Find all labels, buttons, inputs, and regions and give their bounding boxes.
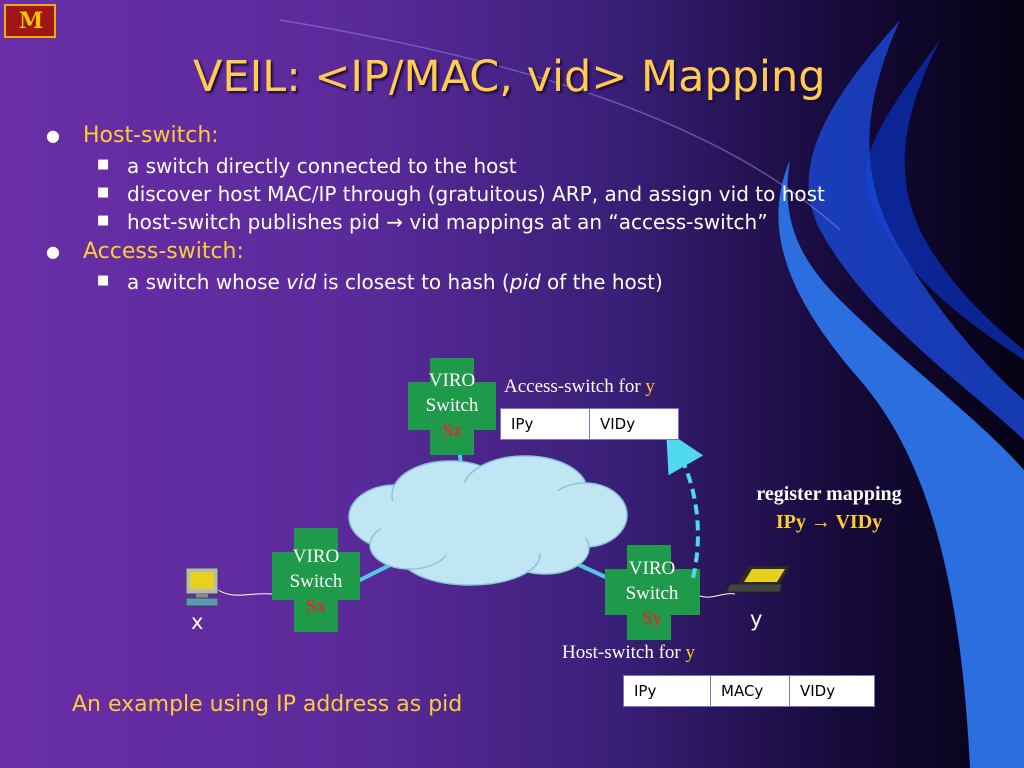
switch-id: Sx bbox=[305, 596, 327, 617]
bullet-dot-icon: ● bbox=[46, 242, 60, 261]
logo-text: M bbox=[18, 8, 43, 34]
sub-bullet-text: discover host MAC/IP through (gratuitous… bbox=[127, 182, 825, 206]
host-switch-label: Host-switch for y bbox=[562, 642, 695, 664]
table-cell: MACy bbox=[710, 675, 790, 707]
switch-sz-shape bbox=[408, 358, 496, 455]
sub-bullet: ■ host-switch publishes pid → vid mapping… bbox=[40, 210, 917, 234]
switch-type-text: VIRO bbox=[292, 546, 340, 567]
switch-sx-shape bbox=[272, 528, 360, 632]
table-cell: VIDy bbox=[789, 675, 875, 707]
table-cell: IPy bbox=[623, 675, 711, 707]
sub-bullet: ■ a switch whose vid is closest to hash (… bbox=[40, 270, 917, 294]
host-x-cable bbox=[217, 589, 273, 596]
arrow-right-icon: → bbox=[810, 511, 831, 533]
bullet-access-switch: ● Access-switch: bbox=[40, 238, 940, 266]
access-switch-host: y bbox=[645, 376, 655, 397]
desktop-computer-icon bbox=[185, 567, 219, 607]
sub-bullet-text: vid mappings at an “access-switch” bbox=[403, 210, 768, 234]
example-caption: An example using IP address as pid bbox=[72, 692, 463, 717]
table-cell: VIDy bbox=[589, 408, 679, 440]
sub-bullet-text: a switch directly connected to the host bbox=[127, 154, 517, 178]
bullet-dot-icon: ● bbox=[46, 126, 60, 145]
switch-sy-shape bbox=[605, 545, 700, 640]
switch-sy-label: VIRO Switch Sy bbox=[614, 556, 690, 631]
university-logo: M bbox=[4, 4, 56, 38]
register-text: register mapping bbox=[756, 483, 902, 505]
square-bullet-icon: ■ bbox=[97, 273, 110, 288]
sub-bullet-text: host-switch publishes pid bbox=[127, 210, 387, 234]
bullet-label: Access-switch: bbox=[83, 239, 244, 264]
host-y-cable bbox=[699, 593, 736, 598]
switch-type-text: VIRO bbox=[428, 370, 476, 391]
register-vid: VIDy bbox=[830, 511, 883, 533]
host-switch-table: IPy MACy VIDy bbox=[623, 675, 875, 707]
sub-bullet: ■ a switch directly connected to the host bbox=[40, 154, 917, 178]
switch-type-text: Switch bbox=[425, 395, 479, 416]
sub-bullet-italic: pid bbox=[509, 270, 541, 294]
laptop-computer-icon bbox=[725, 566, 790, 593]
bullet-label: Host-switch: bbox=[83, 123, 219, 148]
switch-type-text: Switch bbox=[625, 583, 679, 604]
host-x-label: x bbox=[191, 610, 204, 634]
switch-id: Sz bbox=[442, 420, 462, 441]
switch-sx-label: VIRO Switch Sx bbox=[278, 544, 354, 619]
table-row: IPy VIDy bbox=[500, 408, 679, 440]
access-switch-table: IPy VIDy bbox=[500, 408, 679, 440]
register-mapping-label: register mapping IPy → VIDy bbox=[724, 480, 934, 536]
sub-bullet-text: a switch whose bbox=[127, 270, 287, 294]
square-bullet-icon: ■ bbox=[97, 157, 110, 172]
sub-bullet: ■ discover host MAC/IP through (gratuitou… bbox=[40, 182, 917, 206]
host-switch-host: y bbox=[685, 642, 695, 663]
bullet-host-switch: ● Host-switch: bbox=[40, 122, 940, 150]
register-arrow bbox=[666, 430, 704, 579]
sub-bullet-italic: vid bbox=[286, 270, 317, 294]
register-ip: IPy bbox=[775, 511, 811, 533]
sub-bullet-text: of the host) bbox=[540, 270, 663, 294]
switch-type-text: Switch bbox=[289, 571, 343, 592]
register-mapping-line: IPy → VIDy bbox=[724, 508, 934, 536]
network-cloud bbox=[348, 455, 628, 586]
table-row: IPy MACy VIDy bbox=[623, 675, 875, 707]
switch-sz-label: VIRO Switch Sz bbox=[414, 368, 490, 443]
switch-id: Sy bbox=[641, 608, 663, 629]
square-bullet-icon: ■ bbox=[97, 213, 110, 228]
sub-bullet-text: is closest to hash ( bbox=[316, 270, 510, 294]
square-bullet-icon: ■ bbox=[97, 185, 110, 200]
access-switch-label: Access-switch for y bbox=[504, 376, 655, 398]
access-switch-text: Access-switch for bbox=[504, 376, 646, 397]
host-switch-text: Host-switch for bbox=[562, 642, 686, 663]
host-y-label: y bbox=[750, 607, 763, 631]
switch-type-text: VIRO bbox=[628, 558, 676, 579]
table-cell: IPy bbox=[500, 408, 590, 440]
bullet-list: ● Host-switch: ■ a switch directly connect… bbox=[40, 122, 940, 298]
slide-title: VEIL: <IP/MAC, vid> Mapping bbox=[193, 52, 826, 102]
arrow-right-icon: → bbox=[386, 210, 404, 234]
